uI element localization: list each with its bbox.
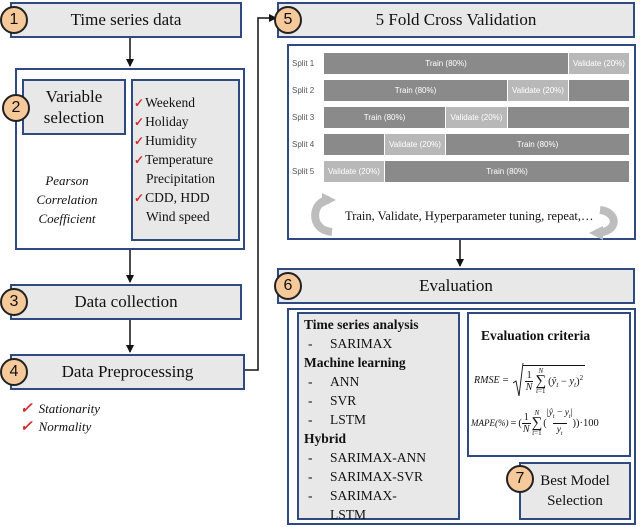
check-icon: ✓ <box>134 134 145 148</box>
train-segment: Train (80%) <box>324 80 507 101</box>
model-item: -SVR <box>308 393 357 408</box>
train-segment <box>569 80 629 101</box>
train-segment <box>508 107 629 128</box>
models-box <box>297 312 460 520</box>
variable-humidity: ✓Humidity <box>134 133 197 148</box>
step-7-badge: 7 <box>506 465 534 493</box>
step-3-title: Data collection <box>74 292 178 311</box>
step-6-title: Evaluation <box>419 276 493 295</box>
train-segment: Train (80%) <box>324 53 568 74</box>
cycle-arrow-left-icon <box>311 193 336 236</box>
group-time-series-heading: Time series analysis <box>304 317 419 332</box>
check-icon: ✓ <box>134 191 145 205</box>
check-icon: ✓ <box>134 96 145 110</box>
check-icon: ✓ <box>134 153 145 167</box>
step-cross-validation-header <box>277 2 635 38</box>
variables-list-box <box>131 79 240 241</box>
mape-lhs: MAPE(%) <box>471 418 509 428</box>
validate-segment: Validate (20%) <box>569 53 629 74</box>
step-data-preprocessing <box>10 354 245 390</box>
check-icon: ✓ <box>20 419 33 435</box>
step-data-collection <box>10 284 242 320</box>
variable-selection-line2: selection <box>43 108 105 127</box>
sqrt-symbol <box>512 362 524 397</box>
check-icon: ✓ <box>20 401 33 417</box>
step-5-title: 5 Fold Cross Validation <box>375 10 537 29</box>
step-6-badge: 6 <box>274 272 302 300</box>
split-label: Split 2 <box>292 86 315 95</box>
criteria-box <box>467 312 631 457</box>
variable-holiday: ✓Holiday <box>134 114 189 129</box>
split-label: Split 1 <box>292 59 315 68</box>
split-label: Split 5 <box>292 167 315 176</box>
cycle-arrow-right-icon <box>589 206 618 240</box>
model-item: -LSTM <box>308 412 367 427</box>
models-list: Time series analysis -SARIMAX Machine le… <box>304 315 426 524</box>
model-item: -SARIMAX-ANN <box>308 450 427 465</box>
step-4-badge: 4 <box>0 358 28 386</box>
check-normality: ✓Normality <box>20 419 92 435</box>
validate-segment: Validate (20%) <box>446 107 507 128</box>
arrow-4-to-5 <box>245 14 277 371</box>
step-5-badge: 5 <box>274 6 302 34</box>
train-segment: Train (80%) <box>446 134 629 155</box>
variable-cdd-hdd: ✓CDD, HDD <box>134 190 210 205</box>
step-7-line2: Selection <box>547 493 603 509</box>
step-2-badge: 2 <box>2 94 30 122</box>
step-7-line1: Best Model <box>540 473 610 489</box>
check-icon: ✓ <box>134 115 145 129</box>
split-label: Split 3 <box>292 113 315 122</box>
check-stationarity: ✓Stationarity <box>20 401 100 417</box>
step-1-title: Time series data <box>70 10 182 29</box>
step-1-badge: 1 <box>0 6 28 34</box>
variable-selection-line1: Variable <box>45 87 103 106</box>
model-item: -SARIMAX-SVR <box>308 469 424 484</box>
variable-selection-title: Variable selection <box>22 79 126 135</box>
split-label: Split 4 <box>292 140 315 149</box>
train-segment: Train (80%) <box>385 161 629 182</box>
model-item: -SARIMAX <box>308 336 393 351</box>
train-segment <box>324 134 384 155</box>
validate-segment: Validate (20%) <box>508 80 568 101</box>
validate-segment: Validate (20%) <box>385 134 445 155</box>
group-ml-heading: Machine learning <box>304 355 406 370</box>
step-evaluation-header <box>277 268 635 304</box>
variable-temperature: ✓Temperature <box>134 152 214 167</box>
model-item: -ANN <box>308 374 360 389</box>
model-item: -SARIMAX- <box>308 488 397 503</box>
variable-wind-speed: Wind speed <box>146 209 210 224</box>
criteria-title: Evaluation criteria <box>481 328 591 343</box>
variable-weekend: ✓Weekend <box>134 95 195 110</box>
model-item: LSTM <box>330 507 367 522</box>
variable-precipitation: Precipitation <box>146 171 215 186</box>
rmse-lhs: RMSE <box>474 374 500 386</box>
step-7-title: Best Model Selection <box>519 462 631 520</box>
validate-segment: Validate (20%) <box>324 161 384 182</box>
pearson-correlation-label: Pearson Correlation Coefficient <box>36 173 98 226</box>
group-hybrid-heading: Hybrid <box>304 431 347 446</box>
step-4-title: Data Preprocessing <box>61 362 194 381</box>
step-3-badge: 3 <box>0 288 28 316</box>
train-segment: Train (80%) <box>324 107 445 128</box>
cv-caption: Train, Validate, Hyperparameter tuning, … <box>345 209 594 223</box>
